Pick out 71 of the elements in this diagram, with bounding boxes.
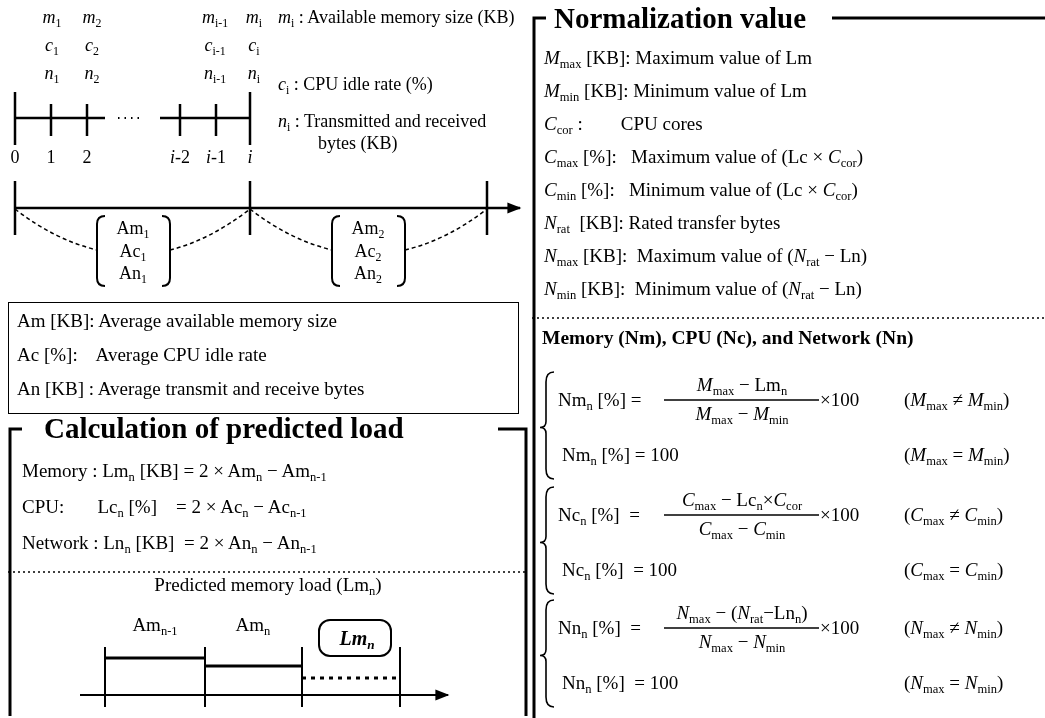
variable-label: n$_{2}$ <box>84 62 100 84</box>
formula-text: Nc$_{n}$ [%] = <box>558 503 640 527</box>
formula-denominator: M$_{max}$ − M$_{min}$ <box>695 402 789 426</box>
formula-text: Nm$_{n}$ [%] = 100 <box>562 443 679 467</box>
panel-heading: Calculation of predicted load <box>43 411 405 446</box>
average-label: Ac$_{2}$ <box>354 240 382 262</box>
definition-text: C$_{cor}$ : CPU cores <box>544 112 703 136</box>
average-label: Am$_{n-1}$ <box>132 613 178 637</box>
tick-label: i-1 <box>206 146 226 168</box>
average-label: Am$_{1}$ <box>116 217 150 239</box>
condition-text: (M$_{max}$ ≠ M$_{min}$) <box>904 388 1010 412</box>
formula-text: CPU: Lc$_{n}$ [%] = 2 × Ac$_{n}$ − Ac$_{n-1}$ <box>22 495 307 519</box>
tick-label: i <box>247 146 253 168</box>
section-heading: Memory (Nm), CPU (Nc), and Network (Nn) <box>542 326 914 350</box>
definition-text: N$_{max}$ [KB]: Maximum value of (N$_{rat}$ − Ln) <box>544 244 868 268</box>
definition-box <box>8 302 519 414</box>
variable-label: c$_{2}$ <box>85 34 99 56</box>
definition-text: C$_{min}$ [%]: Minimum value of (Lc × C$_{cor}$) <box>544 178 858 202</box>
variable-label: m$_{i-1}$ <box>201 6 229 28</box>
definition-text: N$_{rat}$ [KB]: Rated transfer bytes <box>544 211 781 235</box>
variable-label: n$_{1}$ <box>44 62 60 84</box>
variable-label: m$_{1}$ <box>42 6 62 28</box>
average-label: Ac$_{1}$ <box>119 240 147 262</box>
definition-text: Am [KB]: Average available memory size <box>17 309 337 333</box>
variable-definition: c$_{i}$ : CPU idle rate (%) <box>278 73 433 95</box>
formula-text: Nn$_{n}$ [%] = 100 <box>562 671 679 695</box>
chart-title: Predicted memory load (Lm$_{n}$) <box>154 573 382 597</box>
predicted-load-label: Lm$_{n}$ <box>339 626 375 650</box>
definition-text: N$_{min}$ [KB]: Minimum value of (N$_{rat}$ − Ln) <box>544 277 862 301</box>
average-label: An$_{2}$ <box>354 262 382 284</box>
definition-text: An [KB] : Average transmit and receive bytes <box>17 377 365 401</box>
variable-label: c$_{i}$ <box>248 34 260 56</box>
definition-text: C$_{max}$ [%]: Maximum value of (Lc × C$_{cor}$) <box>544 145 864 169</box>
variable-label: n$_{i-1}$ <box>203 62 227 84</box>
condition-text: (N$_{max}$ = N$_{min}$) <box>904 671 1004 695</box>
variable-label: m$_{i}$ <box>245 6 263 28</box>
tick-label: 2 <box>82 146 92 168</box>
formula-text: ×100 <box>820 503 860 527</box>
average-label: Am$_{n}$ <box>235 613 271 637</box>
formula-numerator: M$_{max}$ − Lm$_{n}$ <box>696 373 788 397</box>
average-label: Am$_{2}$ <box>351 217 385 239</box>
tick-label: 0 <box>10 146 20 168</box>
formula-text: ×100 <box>820 616 860 640</box>
variable-definition: m$_{i}$ : Available memory size (KB) <box>278 6 516 28</box>
tick-label: 1 <box>46 146 56 168</box>
definition-text: Ac [%]: Average CPU idle rate <box>17 343 267 367</box>
formula-numerator: N$_{max}$ − (N$_{rat}$−Ln$_{n}$) <box>676 601 808 625</box>
variable-label: c$_{i-1}$ <box>204 34 226 56</box>
formula-denominator: C$_{max}$ − C$_{min}$ <box>698 517 786 541</box>
variable-label: m$_{2}$ <box>82 6 102 28</box>
definition-text: M$_{max}$ [KB]: Maximum value of Lm <box>544 46 812 70</box>
formula-text: Memory : Lm$_{n}$ [KB] = 2 × Am$_{n}$ − Am$_{n-1}$ <box>22 459 327 483</box>
tick-label: i-2 <box>170 146 190 168</box>
variable-label: c$_{1}$ <box>45 34 59 56</box>
average-label: An$_{1}$ <box>119 262 147 284</box>
variable-label: n$_{i}$ <box>247 62 261 84</box>
formula-text: Network : Ln$_{n}$ [KB] = 2 × An$_{n}$ − An$_{n-1}$ <box>22 531 317 555</box>
definition-text: M$_{min}$ [KB]: Minimum value of Lm <box>544 79 807 103</box>
condition-text: (M$_{max}$ = M$_{min}$) <box>904 443 1010 467</box>
formula-text: ×100 <box>820 388 860 412</box>
variable-definition: n$_{i}$ : Transmitted and received bytes (KB) <box>278 110 488 154</box>
formula-numerator: C$_{max}$ − Lc$_{n}$×C$_{cor}$ <box>681 488 803 512</box>
formula-text: Nc$_{n}$ [%] = 100 <box>562 558 678 582</box>
condition-text: (C$_{max}$ ≠ C$_{min}$) <box>904 503 1004 527</box>
predicted-load-box <box>318 619 392 657</box>
formula-text: Nn$_{n}$ [%] = <box>558 616 641 640</box>
condition-text: (N$_{max}$ ≠ N$_{min}$) <box>904 616 1004 640</box>
formula-denominator: N$_{max}$ − N$_{min}$ <box>698 630 786 654</box>
panel-heading: Normalization value <box>553 1 808 36</box>
condition-text: (C$_{max}$ = C$_{min}$) <box>904 558 1004 582</box>
formula-text: Nm$_{n}$ [%] = <box>558 388 642 412</box>
